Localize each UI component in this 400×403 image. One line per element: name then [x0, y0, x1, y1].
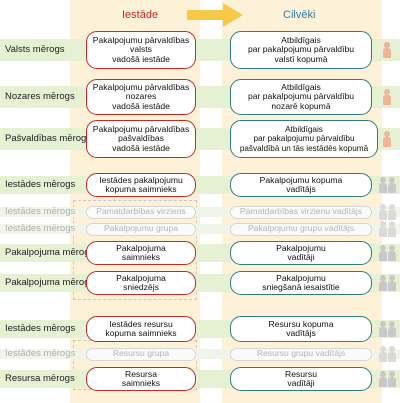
person-icon — [386, 371, 398, 388]
person-icon — [381, 42, 393, 59]
person-head — [384, 131, 390, 137]
row-scope-label: Iestādes mērogs — [5, 348, 76, 359]
person-head — [380, 275, 386, 281]
person-icon — [386, 177, 398, 194]
person-icon — [386, 321, 398, 338]
row-scope-label: Nozares mērogs — [5, 91, 75, 102]
person-icon — [381, 89, 393, 106]
person-head — [389, 177, 395, 183]
person-body — [379, 210, 387, 220]
row-stripe — [0, 349, 400, 359]
organization-role-box: Pakalpojumu grupa — [86, 222, 196, 236]
row-stripe — [0, 207, 400, 217]
row-scope-label: Iestādes mērogs — [5, 223, 76, 234]
person-icon — [377, 177, 389, 194]
row-scope-label: Iestādes mērogs — [5, 206, 76, 217]
people-role-box: Pakalpojumu vadītāji — [230, 241, 372, 265]
person-icon — [377, 275, 389, 292]
organization-role-box: Iestādes pakalpojumu kopuma saimnieks — [86, 173, 196, 197]
row-scope-label: Pakalpojuma mērogs — [5, 247, 95, 258]
person-head — [389, 221, 395, 227]
person-head — [389, 371, 395, 377]
person-body — [379, 281, 387, 291]
row-scope-label: Pakalpojuma mērogs — [5, 277, 95, 288]
people-role-box: Atbildīgais par pakalpojumu pārvaldību p… — [230, 120, 378, 158]
person-head — [380, 346, 386, 352]
row-scope-label: Pašvaldības mērogs — [5, 133, 92, 144]
person-body — [379, 227, 387, 237]
person-body — [388, 227, 396, 237]
organization-role-box: Pakalpojumu pārvaldības pašvaldības vado… — [86, 120, 196, 158]
row-scope-label: Resursa mērogs — [5, 373, 75, 384]
person-body — [383, 48, 391, 58]
person-body — [388, 327, 396, 337]
organization-role-box: Pakalpojuma sniedzējs — [86, 271, 196, 295]
organization-role-box: Pakalpojuma saimnieks — [86, 241, 196, 265]
organization-role-box: Pakalpojumu pārvaldības nozares vadošā i… — [86, 79, 196, 115]
person-body — [379, 251, 387, 261]
organization-role-box: Resursa saimnieks — [86, 367, 196, 391]
person-icon — [377, 245, 389, 262]
organization-role-box: Resursu grupa — [86, 347, 196, 361]
person-head — [389, 245, 395, 251]
person-icon — [386, 275, 398, 292]
person-body — [379, 183, 387, 193]
people-header: Cilvēki — [283, 9, 316, 21]
person-icon — [381, 131, 393, 148]
person-icon — [377, 371, 389, 388]
person-icon — [386, 204, 398, 221]
person-icon — [377, 321, 389, 338]
person-body — [388, 251, 396, 261]
people-role-box: Resursu grupu vadītājs — [230, 347, 372, 361]
person-body — [379, 352, 387, 362]
people-role-box: Pakalpojumu grupu vadītājs — [230, 222, 372, 236]
organization-role-box: Iestādes resursu kopuma saimnieks — [86, 316, 196, 342]
organization-role-box: Pamatdarbības virziens — [86, 205, 196, 219]
person-icon — [377, 221, 389, 238]
person-head — [380, 245, 386, 251]
person-head — [389, 204, 395, 210]
person-head — [380, 321, 386, 327]
person-head — [380, 177, 386, 183]
row-scope-label: Iestādes mērogs — [5, 323, 76, 334]
row-scope-label: Valsts mērogs — [5, 44, 65, 55]
person-icon — [386, 245, 398, 262]
person-head — [380, 371, 386, 377]
people-role-box: Resursu vadītāji — [230, 367, 372, 391]
people-role-box: Pamatdarbības virzienu vadītājs — [230, 205, 372, 219]
person-body — [383, 95, 391, 105]
person-icon — [386, 221, 398, 238]
row-scope-label: Iestādes mērogs — [5, 179, 76, 190]
person-head — [389, 346, 395, 352]
person-icon — [377, 346, 389, 363]
person-head — [384, 42, 390, 48]
person-head — [389, 321, 395, 327]
person-body — [383, 137, 391, 147]
people-role-box: Pakalpojumu kopuma vadītājs — [230, 173, 372, 197]
person-head — [380, 204, 386, 210]
person-body — [388, 377, 396, 387]
person-head — [380, 221, 386, 227]
people-role-box: Resursu kopuma vadītājs — [230, 316, 372, 342]
organization-role-box: Pakalpojumu pārvaldības valsts vadošā ie… — [86, 31, 196, 69]
person-body — [388, 281, 396, 291]
person-body — [379, 377, 387, 387]
organization-header: Iestāde — [122, 9, 159, 21]
person-body — [379, 327, 387, 337]
people-role-box: Pakalpojumu sniegšanā iesaistītie — [230, 271, 372, 295]
person-body — [388, 352, 396, 362]
person-head — [389, 275, 395, 281]
people-role-box: Atbildīgais par pakalpojumu pārvaldību n… — [230, 79, 372, 115]
row-stripe — [0, 224, 400, 234]
person-icon — [386, 346, 398, 363]
person-body — [388, 183, 396, 193]
person-body — [388, 210, 396, 220]
person-icon — [377, 204, 389, 221]
arrow-right-icon — [187, 3, 243, 27]
person-head — [384, 89, 390, 95]
people-role-box: Atbildīgais par pakalpojumu pārvaldību v… — [230, 31, 372, 69]
